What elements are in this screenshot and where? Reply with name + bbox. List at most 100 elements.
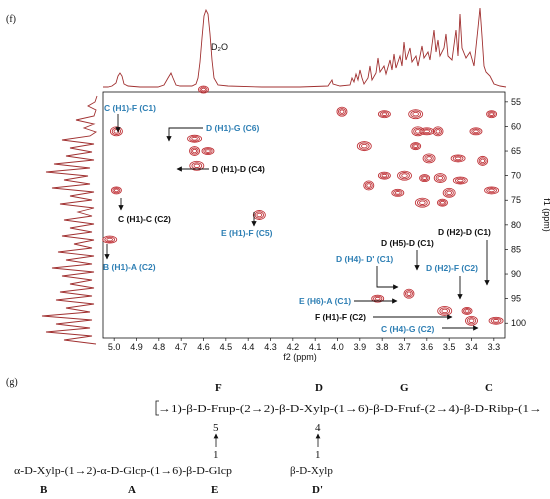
peak-contour [410, 142, 422, 151]
peak-contour [489, 112, 495, 116]
x-tick-label: 4.1 [309, 342, 322, 352]
cross-peaks [102, 85, 504, 326]
cross-peak [363, 180, 375, 191]
peak-contour [452, 176, 468, 185]
peak-contour [484, 186, 500, 195]
left-13c-spectrum [41, 95, 98, 345]
peak-contour [465, 315, 478, 326]
peak-contour [411, 143, 420, 150]
branch2-position: 4 [315, 422, 321, 434]
peak-contour [374, 296, 381, 301]
peak-contour [433, 173, 447, 184]
y-tick-label: 60 [511, 121, 521, 131]
cross-peak [403, 288, 415, 299]
y-tick-label: 80 [511, 220, 521, 230]
peak-contour [469, 127, 483, 136]
peak-contour [437, 175, 444, 181]
cross-peak [450, 154, 466, 163]
cross-peak [397, 170, 412, 181]
peak-contour [420, 175, 429, 182]
peak-contour [189, 146, 201, 156]
peak-contour [487, 111, 496, 118]
cross-peak [469, 127, 483, 136]
cross-peak [461, 306, 473, 315]
peak-contour [201, 87, 206, 92]
cross-peak [419, 174, 431, 183]
peak-contour [464, 309, 470, 313]
peak-contour [473, 129, 479, 134]
branch1-position: 5 [213, 422, 219, 434]
peak-contour [417, 199, 428, 207]
peak-contour [426, 156, 432, 161]
peak-contour [112, 187, 121, 194]
peak-contour [450, 154, 466, 163]
peak-contour [414, 197, 430, 208]
y-tick-label: 90 [511, 269, 521, 279]
peak-contour [446, 190, 453, 196]
peak-contour [361, 143, 368, 149]
backbone-sequence: →1)-β-D-Frup-(2→2)-β-D-Xylp-(1→6)-β-D-Fr… [158, 403, 542, 415]
peak-contour [399, 172, 410, 180]
annotation-d-h4-d-prime-c1: D (H4)- D' (C1) [336, 254, 393, 264]
x-tick-label: 3.3 [488, 342, 501, 352]
annotation-b-h1-a-c2: B (H1)-A (C2) [103, 262, 156, 272]
x-tick-label: 4.6 [197, 342, 210, 352]
peak-contour [381, 173, 388, 178]
cross-peak [201, 147, 215, 155]
peak-contour [438, 199, 447, 206]
peak-contour [191, 136, 198, 141]
cross-peak [102, 235, 118, 244]
x-tick-label: 4.2 [287, 342, 300, 352]
cross-peak [486, 110, 498, 119]
peak-contour [377, 110, 391, 119]
peak-contour [254, 211, 264, 219]
side-chain2-sequence: β-D-Xylp [290, 465, 333, 477]
peak-contour [358, 142, 370, 150]
cross-peak [465, 315, 478, 326]
cross-peak [187, 134, 203, 143]
peak-contour [377, 171, 391, 180]
peak-contour [419, 127, 435, 136]
x-tick-label: 4.7 [175, 342, 188, 352]
peak-contour [106, 237, 113, 242]
peak-contour [492, 318, 500, 323]
cross-peak [336, 106, 348, 117]
peak-contour [432, 126, 444, 137]
peak-contour [193, 163, 201, 169]
top-1h-spectrum [103, 7, 507, 88]
y-tick-label: 70 [511, 171, 521, 181]
peak-contour [422, 153, 436, 164]
cross-peak [484, 186, 500, 195]
annotation-d-h5-d-c1: D (H5)-D (C1) [381, 238, 434, 248]
cross-peak [442, 187, 456, 198]
arrow-d-h4-d-prime-c1 [376, 266, 399, 290]
peak-contour [397, 170, 412, 181]
peak-contour [410, 110, 422, 118]
peak-contour [366, 183, 372, 188]
x-tick-label: 3.9 [354, 342, 367, 352]
branch1-one: 1 [213, 449, 219, 461]
annotation-d-h2-f-c2: D (H2)-F (C2) [426, 263, 478, 273]
annotation-c-h4-g-c2: C (H4)-G (C2) [381, 324, 435, 334]
peak-contour [488, 316, 504, 325]
peak-contour [110, 186, 122, 195]
peak-contour [413, 144, 419, 148]
cross-peak [189, 146, 201, 156]
peak-contour [405, 290, 413, 298]
cross-peak [437, 305, 453, 316]
cross-peak [110, 186, 122, 195]
peak-contour [442, 187, 456, 198]
unit-letter-e: E [211, 484, 218, 496]
peak-contour [391, 188, 405, 197]
peak-contour [441, 308, 448, 314]
peak-contour [394, 191, 401, 195]
peak-contour [256, 212, 263, 218]
peak-contour [454, 156, 462, 161]
peak-contour [435, 129, 441, 134]
cross-peak [377, 110, 391, 119]
peak-contour [363, 180, 375, 191]
peak-contour [199, 86, 208, 93]
peak-contour [478, 157, 487, 165]
cross-peak [488, 316, 504, 325]
peak-contour [189, 135, 200, 142]
